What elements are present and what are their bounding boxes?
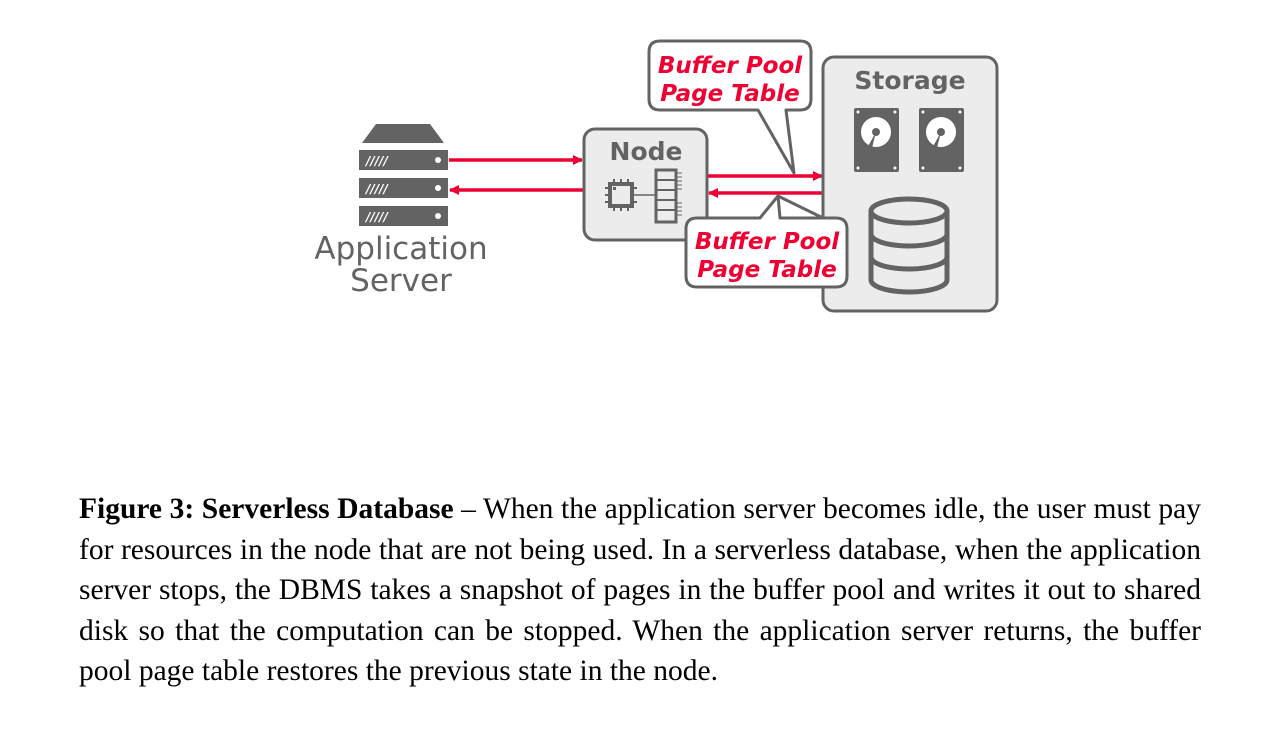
svg-text://///: ///// [364,154,390,168]
server-unit: ///// [359,206,448,226]
server-unit: ///// [359,150,448,170]
callout-top-line2: Page Table [660,81,799,107]
hard-drive-icon [919,108,964,172]
cpu-chip-icon [605,179,656,211]
svg-text://///: ///// [364,210,390,224]
figure-caption: Figure 3: Serverless Database – When the… [79,489,1201,692]
database-cylinder-icon [868,196,950,295]
app-server-label-line2: Server [350,263,452,299]
server-unit: ///// [359,178,448,198]
app-server-label-line1: Application [314,231,487,267]
storage-label: Storage [854,66,965,95]
serverless-database-diagram: ///// ///// ///// Application Server Nod… [314,39,999,313]
callout-bottom-line1: Buffer Pool [695,229,840,255]
caption-separator: – [453,493,483,525]
callout-top-line1: Buffer Pool [658,53,803,79]
memory-module-icon [654,168,682,224]
svg-text://///: ///// [364,182,390,196]
caption-label: Figure 3: Serverless Database [79,493,454,525]
callout-top: Buffer Pool Page Table [647,39,813,175]
caption-text: When the application server becomes idle… [79,493,1202,687]
callout-bottom: Buffer Pool Page Table [684,194,849,289]
node-label: Node [610,137,683,166]
hard-drive-icon [854,108,899,172]
callout-bottom-line2: Page Table [697,257,836,283]
storage-box [821,55,999,313]
server-rack-icon: ///// ///// ///// [359,124,448,226]
